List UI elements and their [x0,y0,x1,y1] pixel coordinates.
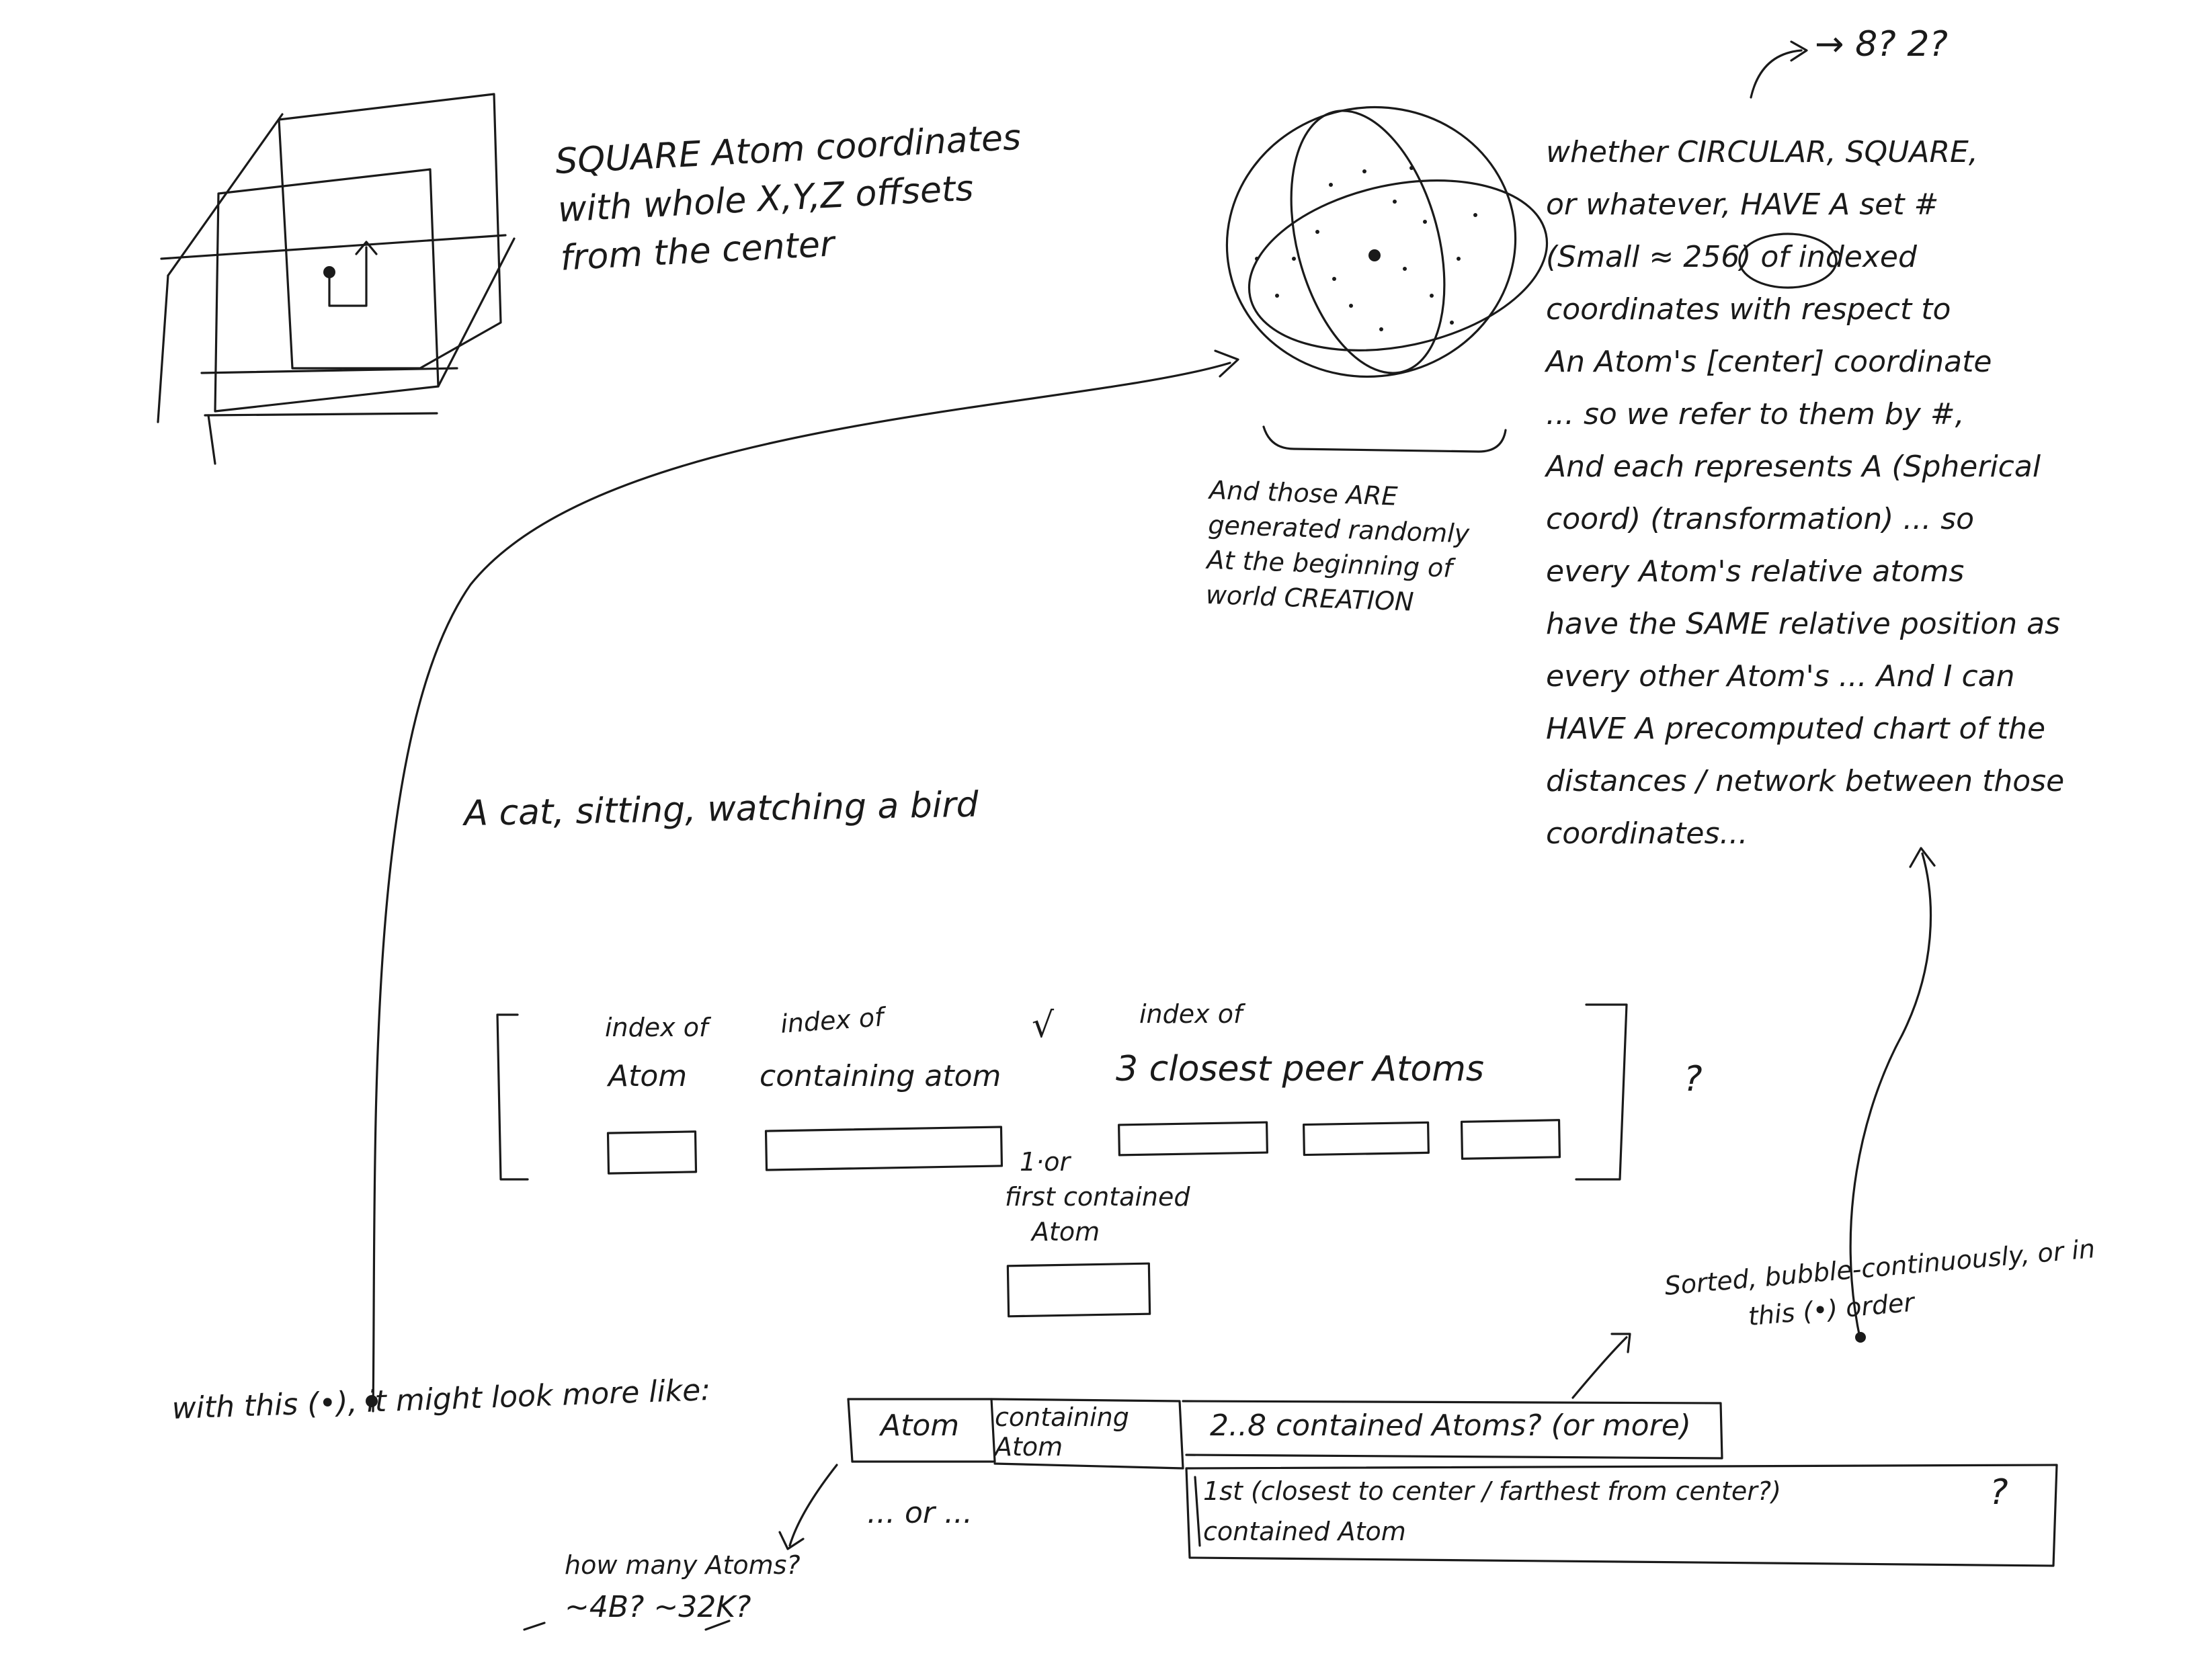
sphere-note: And those ARE generated randomly At the … [1205,475,1471,617]
cube-offset-arrow [328,246,368,307]
record-first-contained-line-2: first contained [1005,1182,1190,1212]
sphere-note-line-3: At the beginning of [1206,544,1453,583]
layout2-containing-line-2: Atom [995,1432,1063,1462]
record-box-peer-3 [1460,1119,1561,1160]
circle-256 [1738,233,1838,289]
top-arrow-head [1790,40,1808,62]
long-arrow-to-sphere [372,362,1231,1413]
cube-right-diagonal [437,237,516,388]
cube-horizontal-line-2 [200,367,458,374]
top-arrow-line [1750,49,1803,99]
right-note-line-1: whether CIRCULAR, SQUARE, [1546,135,1978,169]
record-layout [496,1003,1628,1318]
sphere-meridian-2 [1247,179,1549,351]
approx-mark-2 [704,1620,731,1631]
layout2-containing-box [990,1398,1184,1470]
cube-bottom-edge [204,412,438,417]
record-label-closest-peers: 3 closest peer Atoms [1116,1049,1484,1089]
layout2-first-contained-box [1185,1464,2058,1567]
record-label-index-of-containing: index of [779,1002,885,1039]
right-note-line-8: coord) (transformation) ... so [1546,502,1975,536]
record-first-contained-line-3: Atom [1032,1217,1100,1247]
right-note-line-12: HAVE A precomputed chart of the [1546,712,2046,746]
record-first-contained-label: 1·or first contained Atom [1005,1149,1190,1245]
record-box-atom [606,1130,698,1175]
record-box-peer-1 [1118,1121,1268,1157]
cube-left-edge [157,274,169,423]
arrow-sorted-head [1610,1333,1631,1353]
with-this-dot [366,1395,378,1407]
approx-mark-1 [523,1622,546,1631]
long-arrow-head [1214,349,1239,378]
layout2-atom-label: Atom [881,1409,960,1443]
record-right-bracket [1575,1003,1628,1181]
right-note-line-3: (Small ≈ 256) of indexed [1546,240,1917,274]
cube-note: SQUARE Atom coordinates with whole X,Y,Z… [555,118,1027,279]
right-note-line-2: or whatever, HAVE A set # [1546,187,1939,222]
cube-lower-left-edge [207,414,216,465]
record-question: ? [1684,1059,1703,1099]
record-box-containing [764,1126,1004,1171]
right-note-line-6: ... so we refer to them by #, [1546,397,1965,431]
right-note-line-5: An Atom's [center] coordinate [1546,345,1992,379]
layout2-first-contained-line-2: contained Atom [1203,1517,1406,1546]
record-label-index-of-atom: index of [605,1013,708,1042]
how-many-line-1: how many Atoms? [565,1550,801,1580]
cube-back-face [278,93,502,370]
arrow-sorted [1571,1336,1628,1399]
right-note-line-7: And each represents A (Spherical [1546,450,2041,484]
sphere-sketch [1225,106,1549,453]
arrow-to-right-note-head [1909,847,1936,868]
layout2-contained-box [1182,1400,1723,1460]
record-box-peer-2 [1303,1121,1430,1157]
right-note-line-10: have the SAME relative position as [1546,607,2060,641]
layout2-question: ? [1990,1472,2008,1513]
right-note-line-11: every other Atom's ... And I can [1546,659,2015,694]
layout2-contained-label: 2..8 contained Atoms? (or more) [1210,1409,1691,1443]
layout2-or: ... or ... [867,1496,973,1530]
cube-middle-face [214,168,440,413]
cube-arrow-head [355,241,378,255]
right-note-line-4: coordinates with respect to [1546,292,1951,327]
record-box-first-contained [1006,1262,1151,1318]
sphere-specks [1255,166,1477,331]
arrow-how-many [788,1464,838,1547]
right-note-line-13: distances / network between those [1546,764,2065,798]
layout-two [847,1398,2058,1567]
right-note: whether CIRCULAR, SQUARE, or whatever, H… [1546,138,2064,849]
layout2-containing-line-1: containing [995,1402,1129,1432]
sphere-bracket [1262,425,1507,453]
arrow-how-many-head [778,1531,805,1550]
right-note-line-14: coordinates... [1546,816,1748,851]
record-label-index-of-peers: index of [1139,999,1243,1029]
cube-top-left-edge [167,113,284,277]
record-label-containing-atom: containing atom [760,1059,1001,1093]
layout2-atom-left [847,1398,854,1463]
layout2-containing-label: containing Atom [995,1404,1129,1460]
how-many-line-2: ~4B? ~32K? [565,1590,751,1624]
this-order-dot [1855,1332,1866,1343]
record-checkmark: √ [1032,1005,1055,1046]
record-label-atom: Atom [608,1059,688,1093]
record-left-bracket [496,1013,529,1181]
cube-sketch [157,93,516,465]
record-first-contained-line-1: 1·or [1020,1147,1071,1177]
cube-horizontal-line-1 [160,234,507,260]
layout2-first-contained-line-1: 1st (closest to center / farthest from c… [1203,1476,1781,1506]
right-note-line-9: every Atom's relative atoms [1546,554,1965,589]
sphere-note-line-2: generated randomly [1207,509,1470,549]
sphere-outline [1225,106,1517,378]
layout2-atom-box [847,1398,996,1463]
sphere-meridian-1 [1290,110,1446,374]
layout2-first-contained-inner [1194,1476,1201,1547]
layout2-first-contained-label: 1st (closest to center / farthest from c… [1203,1478,1781,1544]
how-many-note: how many Atoms? ~4B? ~32K? [565,1552,801,1622]
top-arrow-note: → 8? 2? [1815,24,1948,65]
arrow-to-right-note [1849,852,1932,1342]
sphere-center-dot [1368,249,1381,261]
cat-caption: A cat, sitting, watching a bird [463,784,979,834]
